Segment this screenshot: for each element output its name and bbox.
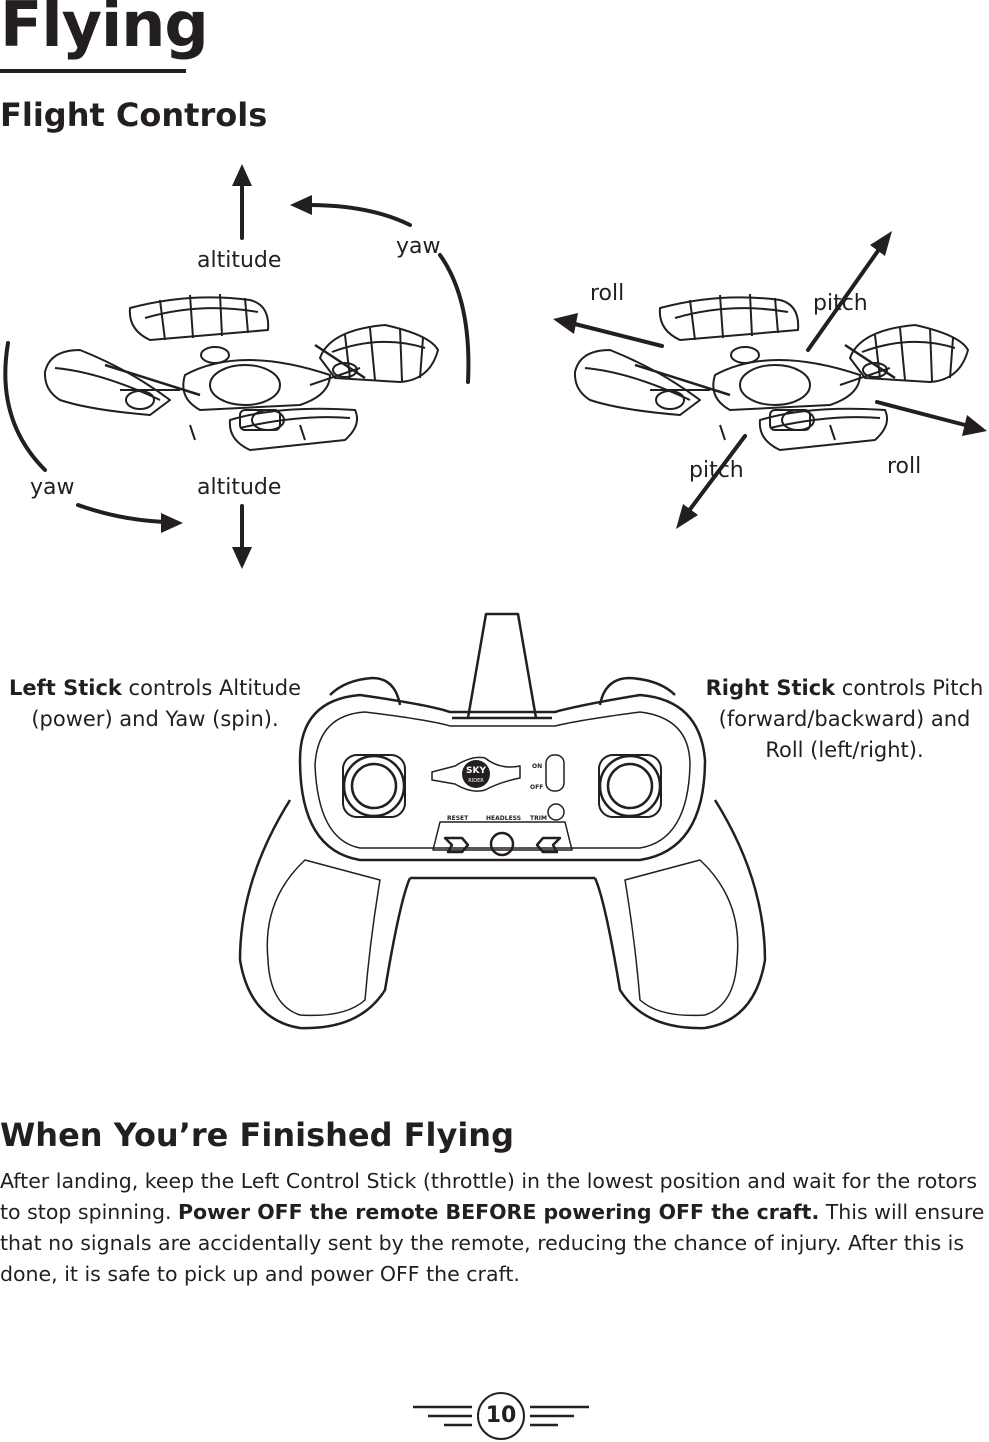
label-yaw-bottom: yaw: [30, 475, 75, 500]
controller-logo-bottom: RIDER: [468, 778, 484, 784]
finished-text-bold: Power OFF the remote BEFORE powering OFF…: [178, 1200, 820, 1224]
left-caption-rest-2: (power) and Yaw (spin).: [31, 707, 279, 731]
left-caption-rest-1: controls Altitude: [121, 676, 302, 700]
label-pitch-back: pitch: [689, 458, 744, 483]
label-roll-right: roll: [887, 454, 921, 479]
pitch-back-arrow: [686, 434, 747, 514]
controller-drawing: [238, 612, 767, 1030]
left-stick-caption: Left Stick controls Altitude (power) and…: [0, 673, 310, 735]
yaw-top-arrow: [306, 203, 412, 227]
right-caption-rest-2: (forward/backward) and: [718, 707, 971, 731]
left-caption-bold: Left Stick: [8, 676, 122, 700]
yaw-bottom-arrow: [3, 341, 47, 472]
right-drone-drawing: [573, 293, 969, 451]
finished-text-2: This will ensure that no signals are acc…: [0, 1200, 985, 1286]
pitch-forward-arrow: [806, 246, 882, 352]
label-altitude-down: altitude: [197, 475, 281, 500]
roll-left-arrow: [573, 322, 664, 348]
flight-controls-heading: Flight Controls: [0, 96, 268, 134]
label-roll-left: roll: [590, 281, 624, 306]
finished-body: After landing, keep the Left Control Sti…: [0, 1166, 985, 1290]
label-pitch-forward: pitch: [813, 291, 868, 316]
left-drone-drawing: [43, 293, 439, 451]
finished-heading: When You’re Finished Flying: [0, 1116, 514, 1154]
page-number: 10: [477, 1392, 525, 1440]
headless-label: HEADLESS: [486, 815, 521, 822]
page-number-decoration: [413, 1405, 589, 1427]
trim-label: TRIM: [530, 815, 547, 822]
right-caption-bold: Right Stick: [705, 676, 836, 700]
label-altitude-up: altitude: [197, 248, 281, 273]
right-stick-caption: Right Stick controls Pitch (forward/back…: [700, 673, 989, 766]
page-title: Flying: [0, 0, 209, 61]
finished-text-1: After landing, keep the Left Control Sti…: [0, 1169, 978, 1224]
roll-right-arrow: [875, 400, 967, 427]
label-yaw-top: yaw: [396, 234, 441, 259]
right-caption-rest-1: controls Pitch: [835, 676, 984, 700]
switch-on-label: ON: [532, 763, 542, 770]
switch-off-label: OFF: [530, 784, 543, 791]
controller-logo-top: SKY: [466, 766, 486, 776]
reset-label: RESET: [447, 815, 469, 822]
title-underline: [0, 69, 186, 73]
right-caption-rest-3: Roll (left/right).: [765, 738, 924, 762]
